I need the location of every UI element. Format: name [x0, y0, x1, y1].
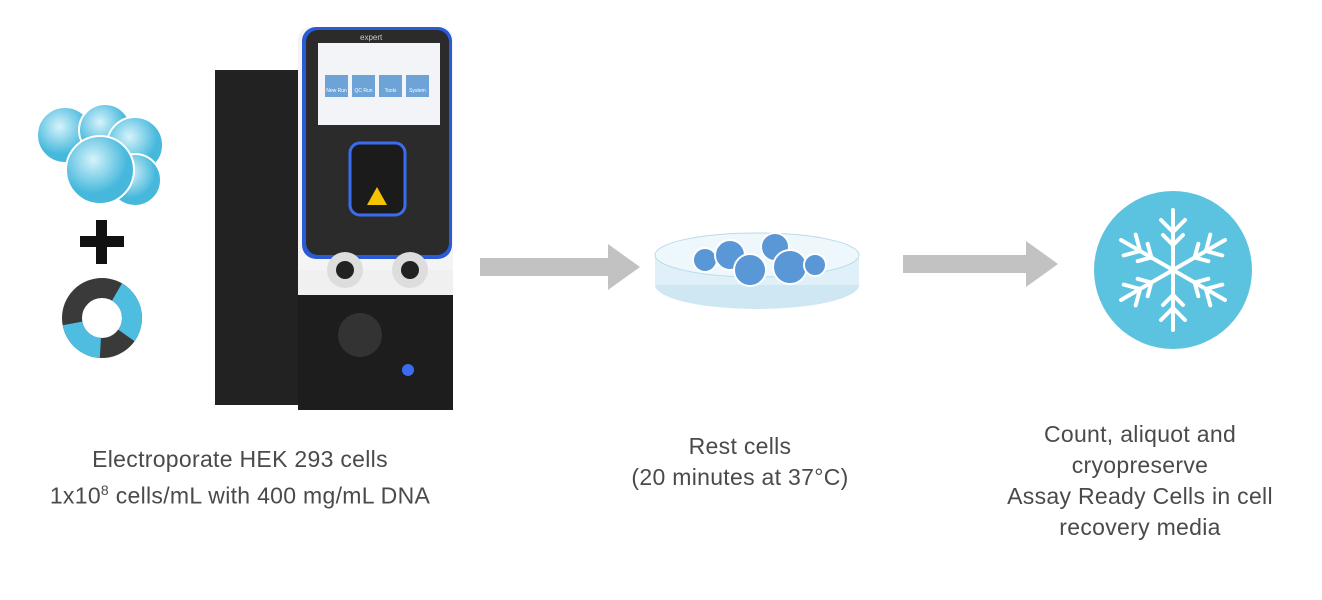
step-3-caption: Count, aliquot and cryopreserve Assay Re…: [1007, 421, 1273, 540]
screen-button-new-run: New Run: [326, 88, 347, 94]
step-1-caption: Electroporate HEK 293 cells 1x108 cells/…: [49, 446, 431, 509]
step-2-caption: Rest cells (20 minutes at 37°C): [631, 433, 849, 490]
plasmid-dna-icon: [62, 278, 142, 358]
screen-button-system: System: [409, 88, 426, 94]
screen-button-qc-run: QC Run: [354, 88, 373, 94]
cells-icon: [36, 103, 164, 207]
petri-dish-cells-icon: [654, 232, 860, 309]
device-logo: expert: [360, 33, 383, 42]
arrow-right-icon: [903, 241, 1058, 287]
snowflake-icon: [1094, 191, 1252, 349]
plus-icon-vertical: [96, 220, 107, 264]
arrow-right-icon: [480, 244, 640, 290]
screen-button-tools: Tools: [384, 88, 397, 94]
electroporation-device-image: [215, 27, 453, 410]
